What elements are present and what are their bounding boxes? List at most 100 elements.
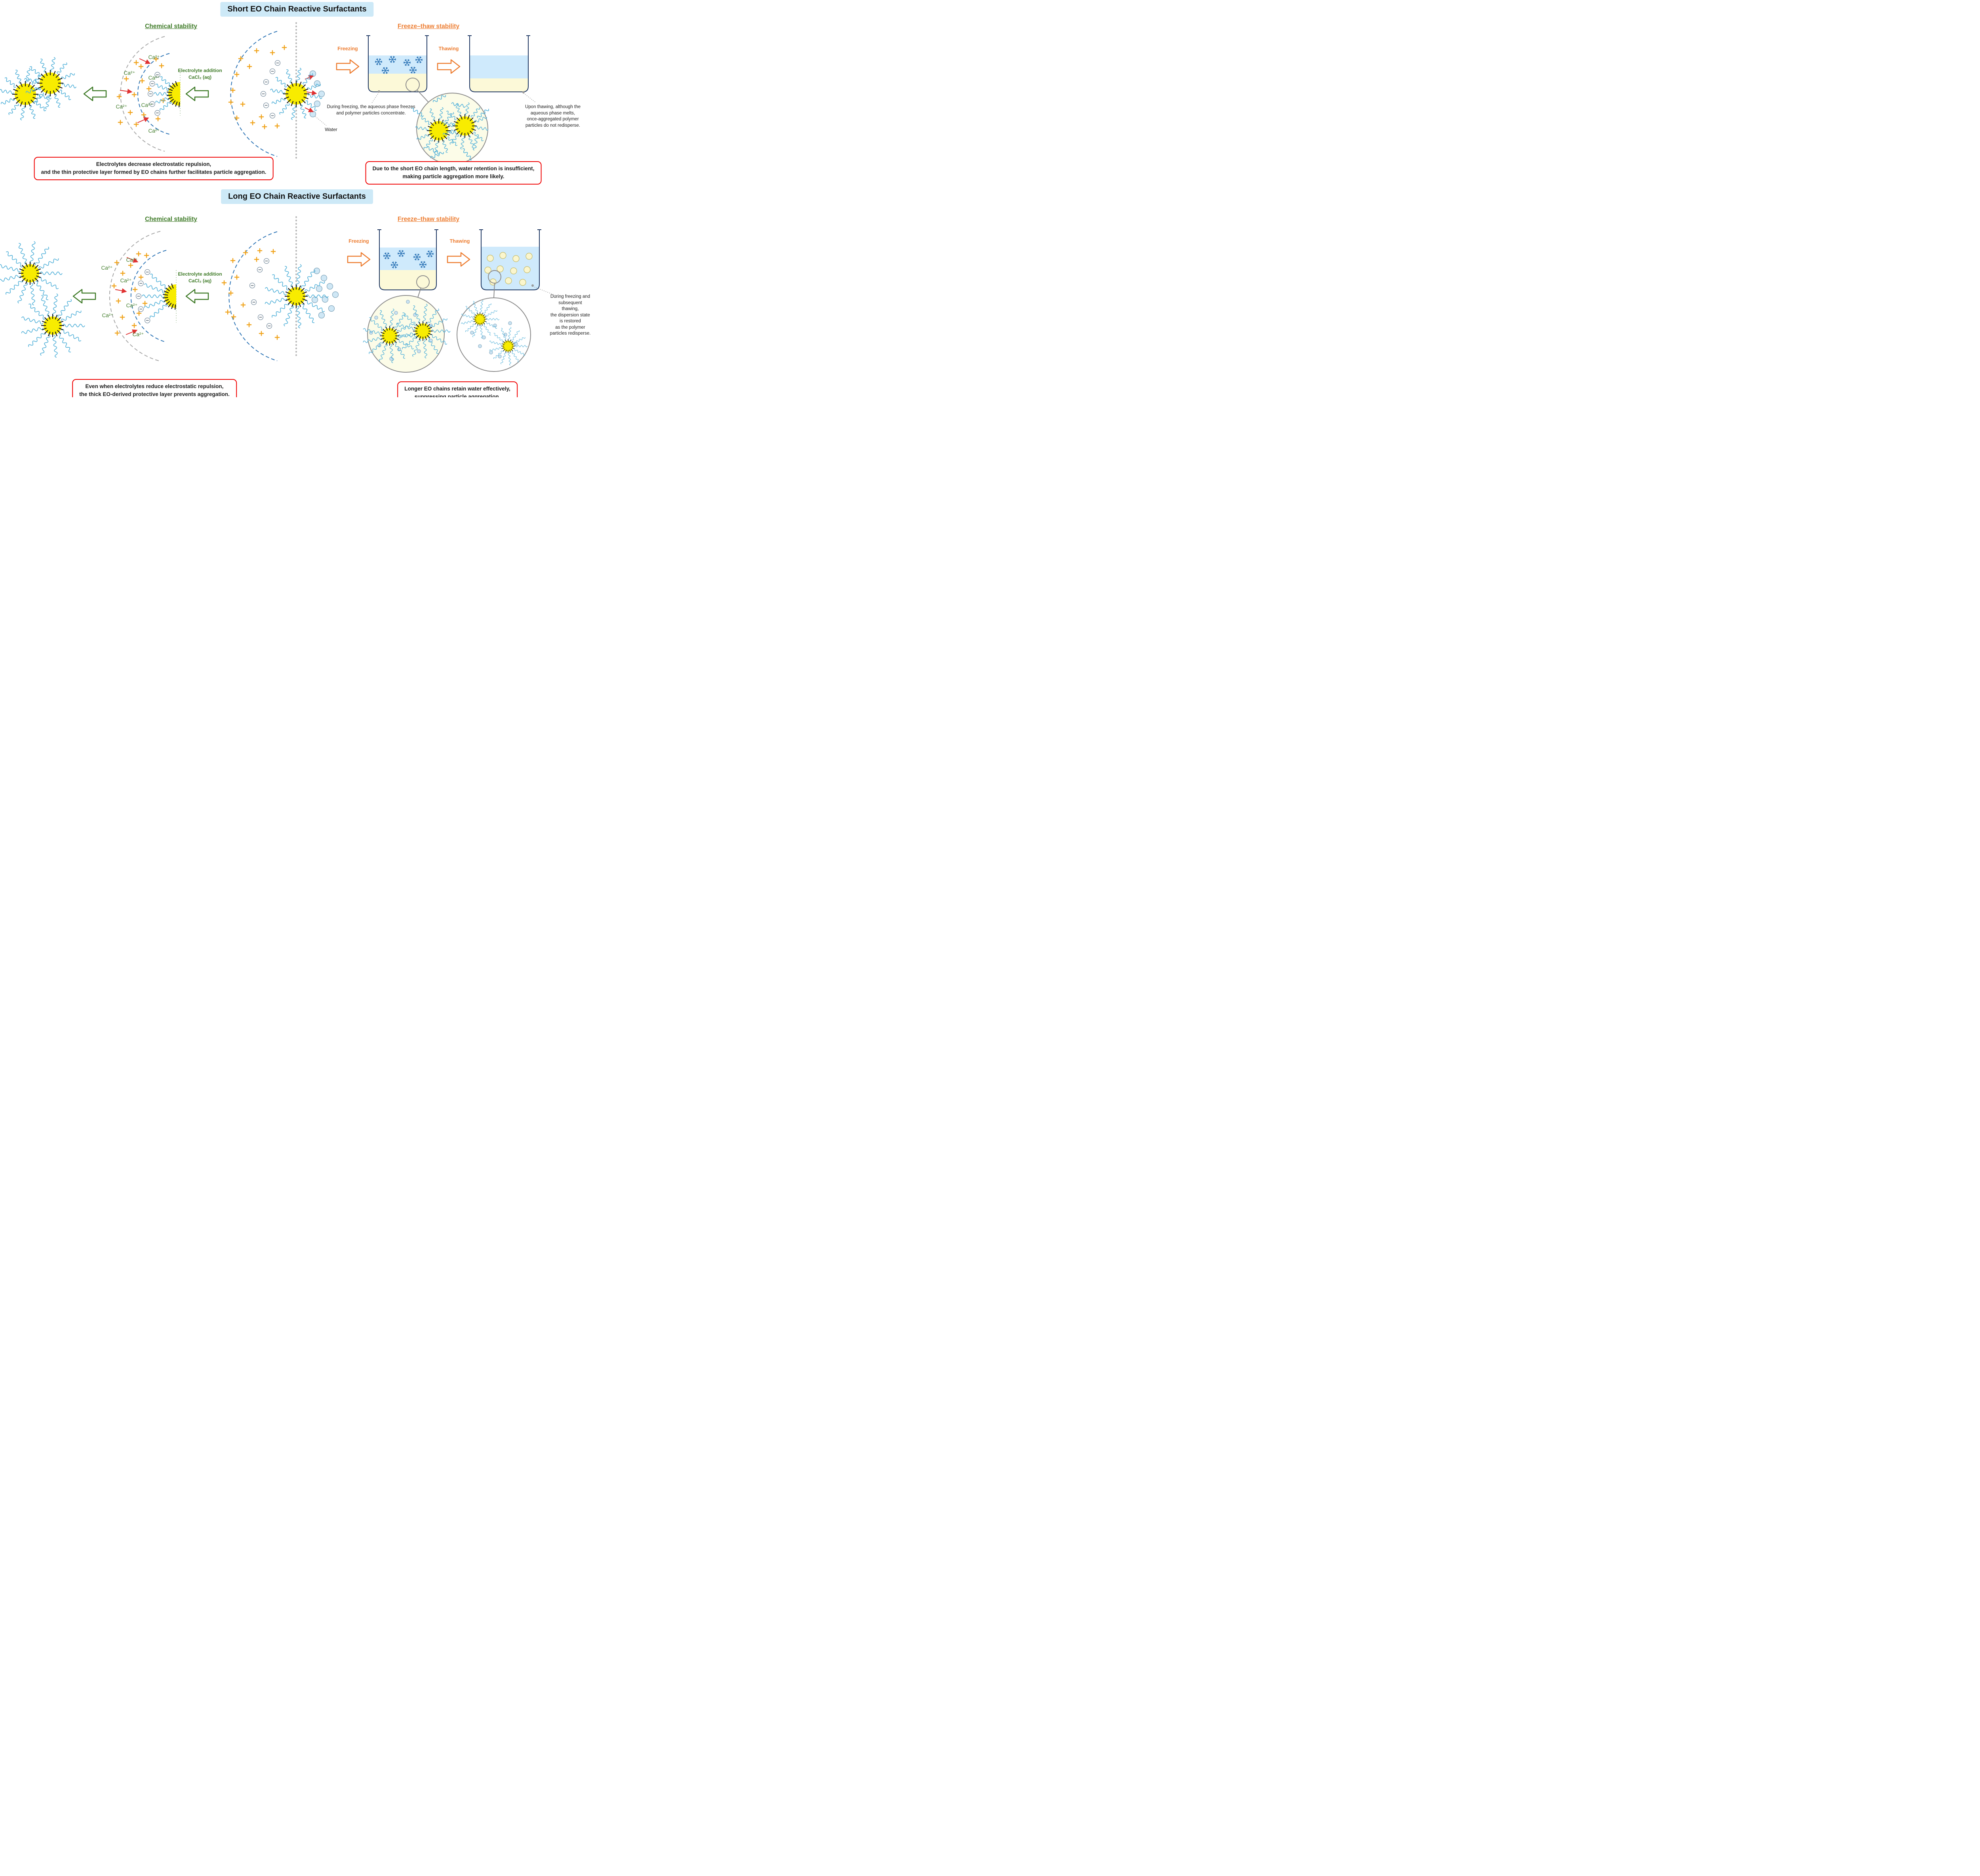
water-molecule-icon [316,285,323,292]
plus-icon [133,60,139,65]
plus-icon [234,72,240,77]
magnifier-lens-icon [488,270,501,284]
plus-icon [136,251,141,257]
water-molecule-icon [311,296,318,303]
water-molecule-icon [332,291,339,298]
minus-icon [263,102,269,109]
ion-approach-arrows [120,58,151,123]
calcium-ion-label: Ca²⁺ [148,54,160,60]
calcium-ion-label: Ca²⁺ [102,312,114,318]
plus-icon [262,124,267,130]
cation-plus-symbols [228,45,287,130]
red-arrow-icon [306,90,317,95]
left-arrow-icon [185,86,209,101]
freezing-label: Freezing [348,238,369,244]
dispersed-particles-long [0,241,85,358]
electrolyte-compound-label: CaCl₂ (aq) [188,278,212,284]
ion-approach-arrows [115,257,139,335]
plus-icon [131,323,137,328]
minus-icon [149,81,155,87]
water-dot-icon [417,349,421,353]
plus-icon [139,78,145,84]
magnifier-redispersed [457,270,531,372]
water-dot-icon [478,344,482,348]
water-molecules [311,267,339,319]
minus-icon [138,280,144,286]
minus-icon [260,91,267,97]
plus-icon [270,249,276,254]
calcium-ion-label: Ca²⁺ [132,331,144,337]
plus-icon [230,88,236,93]
plus-icon [228,290,234,296]
plus-icon [234,115,240,121]
dispersed-particle [510,267,517,274]
eo-chain-squiggle [154,83,170,91]
plus-icon [270,50,275,55]
plus-icon [111,283,117,289]
polymer-particle [0,241,62,305]
water-molecule-icon [320,274,327,282]
minus-icon [135,293,142,299]
freeze-thaw-heading-long: Freeze–thaw stability [398,216,459,223]
calcium-ion-label: Ca²⁺ [124,70,135,76]
plus-icon [243,250,248,255]
plus-icon [250,120,255,126]
leader-line [371,92,379,103]
plus-icon [132,287,138,292]
plus-icon [142,301,148,306]
water-molecules [309,70,325,118]
magnifier-retained-water [363,275,450,373]
plus-icon [247,64,252,69]
plus-icon [225,309,230,315]
plus-icon [128,263,133,268]
callout-short-chemical: Electrolytes decrease electrostatic repu… [34,157,274,180]
plus-icon [234,274,240,280]
plus-icon [221,280,227,286]
plus-icon [114,330,120,336]
electrolyte-addition-label: Electrolyte addition [178,271,222,277]
water-molecule-icon [328,305,335,312]
minus-icon [266,323,272,329]
plus-icon [131,92,137,97]
plus-icon [155,116,161,122]
dispersed-particle [487,255,494,262]
plus-icon [138,274,144,280]
right-arrow-icon [437,59,461,74]
leader-line [315,116,327,126]
thaw-note-short: Upon thawing, although the aqueous phase… [525,105,581,128]
short-chemical-scene [0,31,325,157]
magnifier-lens-icon [406,78,420,92]
plus-icon [257,248,263,253]
electrolyte-compound-label: CaCl₂ (aq) [188,74,212,80]
water-dot-icon [394,311,398,315]
minus-icon [147,91,154,97]
plus-icon [128,110,133,115]
red-arrow-icon [120,89,133,94]
polymer-particle [21,293,85,358]
red-arrow-icon [126,257,139,263]
calcium-ion-label: Ca²⁺ [141,102,153,108]
plus-icon [120,314,125,320]
beaker-thawed-short [468,35,530,92]
reference-dot [522,91,525,93]
long-section-title: Long EO Chain Reactive Surfactants [221,189,373,204]
chemical-stability-heading-long: Chemical stability [145,216,197,223]
eo-chain-squiggle [143,299,166,310]
red-arrow-icon [305,107,314,112]
minus-icon [144,269,150,275]
right-arrow-icon [336,59,360,74]
dispersed-particle [512,255,520,262]
plus-icon [159,63,164,69]
plus-icon [274,123,280,129]
eo-chain-squiggle [142,294,165,298]
eo-chain-squiggle [143,283,166,294]
chemical-stability-heading-short: Chemical stability [145,23,197,30]
plus-icon [118,120,123,125]
short-section-title: Short EO Chain Reactive Surfactants [220,2,374,17]
plus-icon [120,270,126,276]
water-dot-icon [406,300,410,304]
water-molecule-icon [314,100,321,107]
red-arrow-icon [137,117,149,123]
left-arrow-icon [72,289,96,304]
beaker-frozen-short [366,35,429,92]
